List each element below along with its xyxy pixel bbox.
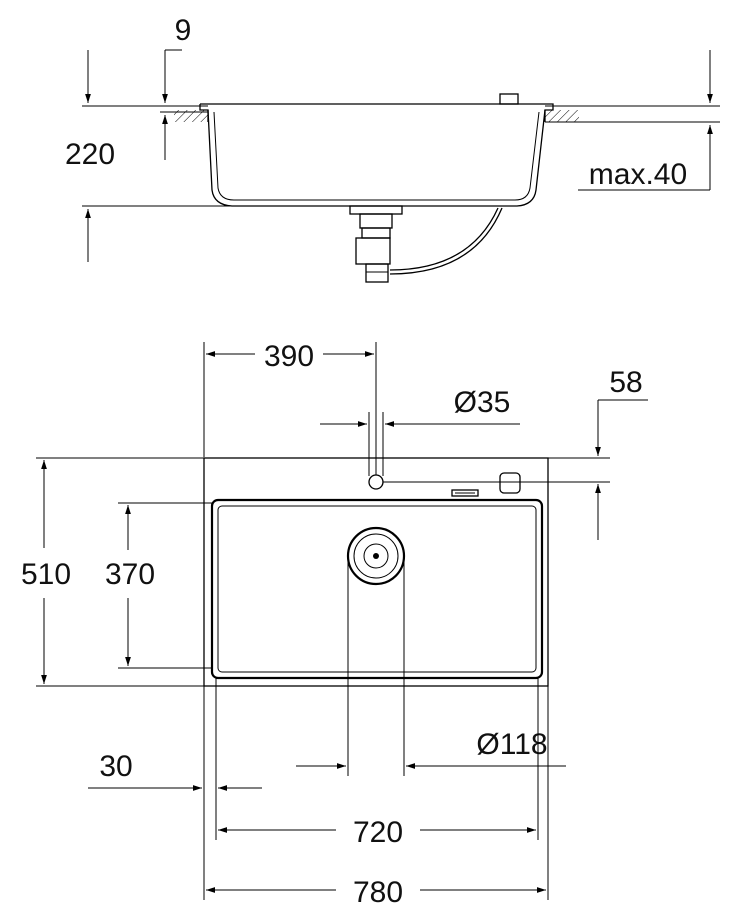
drain-trap-connector <box>355 237 391 265</box>
countertop-hatch-left <box>174 110 208 122</box>
dim-bowl-width-label: 720 <box>353 816 403 849</box>
drain-flange <box>349 205 403 215</box>
tap-hole <box>368 474 384 490</box>
dim-depth-label: 220 <box>65 138 115 171</box>
dim-edge-offset-label: 30 <box>99 750 132 783</box>
dim-rim-thickness-label: 9 <box>175 14 192 47</box>
dim-tap-hole-label: Ø35 <box>454 386 511 419</box>
sink-bowl-outline <box>207 109 546 207</box>
dim-tap-offset-label: 58 <box>609 366 642 399</box>
dim-overall-depth-label: 510 <box>21 558 71 591</box>
sink-bowl-inner <box>213 111 540 201</box>
waste-inner-ring <box>353 533 399 579</box>
overflow-cap <box>499 93 519 105</box>
overflow-hose <box>389 207 499 271</box>
dim-tap-position-label: 390 <box>264 340 314 373</box>
waste-center <box>373 553 379 559</box>
drain-nut <box>361 227 391 239</box>
waste-grid <box>363 543 389 569</box>
dim-bowl-depth-label: 370 <box>105 558 155 591</box>
dim-waste-diameter-label: Ø118 <box>476 728 547 761</box>
pop-up-button <box>499 472 521 494</box>
overflow-slot <box>451 489 479 497</box>
dim-max-countertop-label: max.40 <box>589 158 687 191</box>
sink-outline <box>203 457 549 687</box>
bowl-outline <box>210 498 544 680</box>
overflow-hose-outer <box>389 207 503 275</box>
sink-rim <box>200 103 554 122</box>
bowl-inner <box>217 505 537 673</box>
dim-overall-width-label: 780 <box>353 876 403 909</box>
side-view: 9 220 max.40 <box>65 14 720 283</box>
countertop-hatch-right <box>545 110 579 122</box>
top-view: 390 Ø35 58 510 370 Ø118 <box>21 340 648 909</box>
drain-outlet <box>365 263 389 283</box>
drain-body <box>359 213 393 229</box>
